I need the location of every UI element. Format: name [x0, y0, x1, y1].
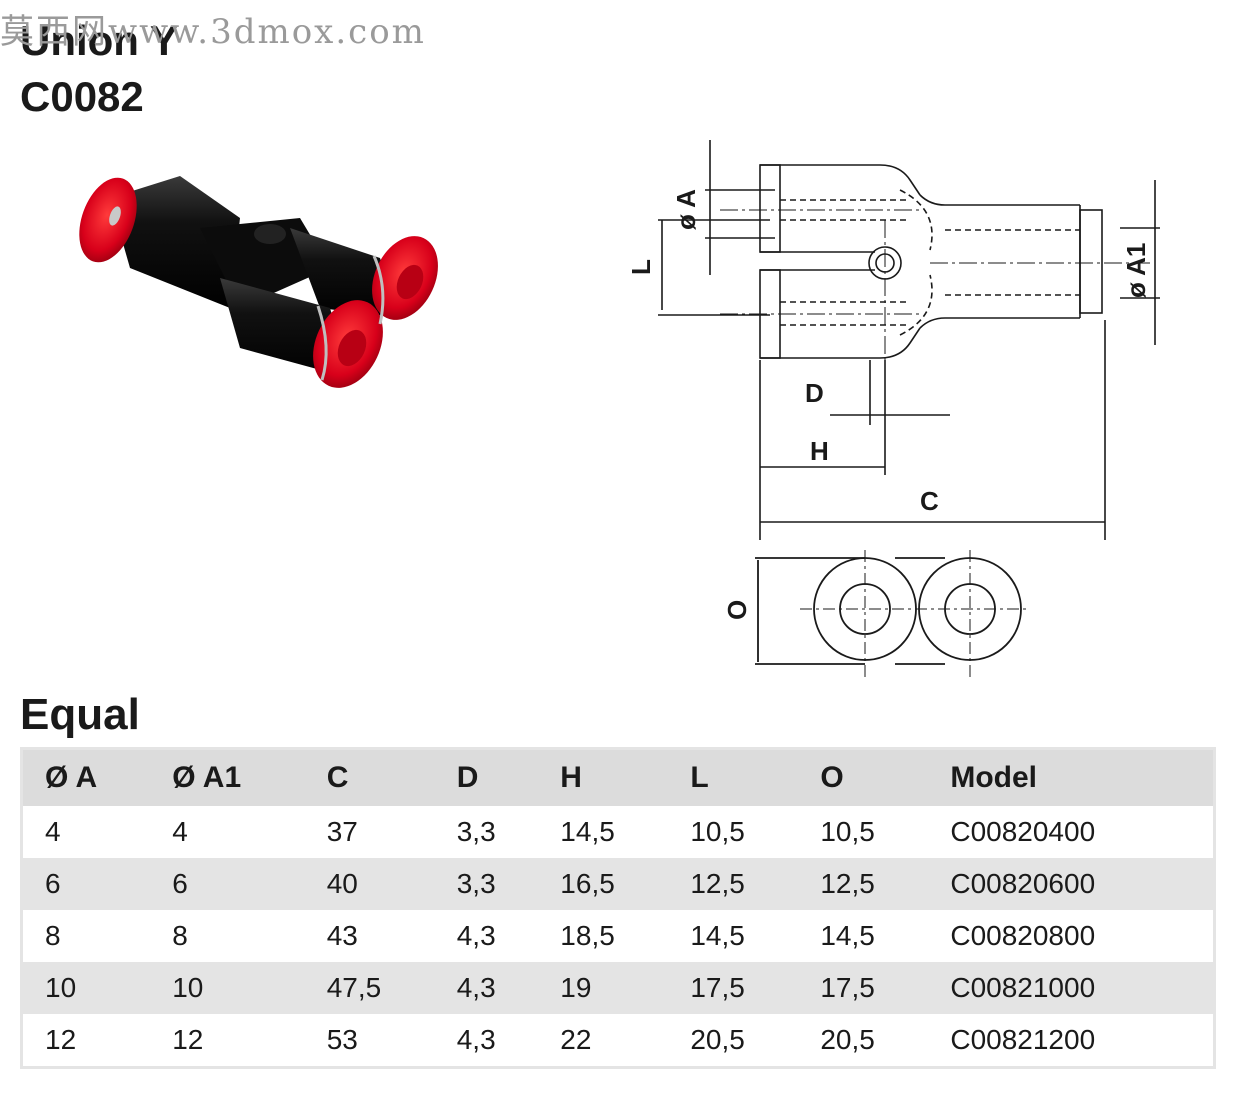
- table-cell: 10: [150, 962, 305, 1014]
- table-cell: 3,3: [434, 806, 539, 858]
- table-cell: C00820600: [928, 858, 1215, 910]
- section-title: Equal: [20, 690, 140, 739]
- label-c: C: [920, 486, 939, 516]
- table-cell: 12: [150, 1014, 305, 1068]
- product-code: C0082: [20, 73, 144, 120]
- table-cell: 12: [21, 1014, 151, 1068]
- table-cell: 14,5: [798, 910, 929, 962]
- table-row: 10 10 47,5 4,3 19 17,5 17,5 C00821000: [21, 962, 1215, 1014]
- technical-drawing: ø A L ø A1 D H C: [626, 140, 1160, 540]
- table-cell: 12,5: [668, 858, 799, 910]
- table-cell: 4,3: [434, 1014, 539, 1068]
- table-cell: 14,5: [538, 806, 669, 858]
- table-cell: 20,5: [668, 1014, 799, 1068]
- table-cell: 20,5: [798, 1014, 929, 1068]
- table-cell: C00821000: [928, 962, 1215, 1014]
- table-header-row: Ø A Ø A1 C D H L O Model: [21, 748, 1215, 806]
- table-cell: 3,3: [434, 858, 539, 910]
- table-cell: C00821200: [928, 1014, 1215, 1068]
- table-cell: 10,5: [668, 806, 799, 858]
- table-cell: 4,3: [434, 910, 539, 962]
- column-header: O: [798, 748, 929, 806]
- table-cell: 18,5: [538, 910, 669, 962]
- watermark-text: 莫西网www.3dmox.com: [0, 12, 426, 52]
- table-cell: C00820800: [928, 910, 1215, 962]
- column-header: Model: [928, 748, 1215, 806]
- table-cell: 53: [304, 1014, 435, 1068]
- table-cell: 17,5: [668, 962, 799, 1014]
- table-cell: 22: [538, 1014, 669, 1068]
- table-cell: 12,5: [798, 858, 929, 910]
- table-cell: 16,5: [538, 858, 669, 910]
- table-cell: 37: [304, 806, 435, 858]
- table-cell: 8: [21, 910, 151, 962]
- end-view-drawing: O: [722, 550, 1030, 680]
- label-diameter-a: ø A: [671, 189, 701, 230]
- table-cell: 43: [304, 910, 435, 962]
- label-d: D: [805, 378, 824, 408]
- table-cell: 10,5: [798, 806, 929, 858]
- label-l: L: [626, 259, 656, 275]
- table-row: 4 4 37 3,3 14,5 10,5 10,5 C00820400: [21, 806, 1215, 858]
- table-cell: C00820400: [928, 806, 1215, 858]
- table-cell: 19: [538, 962, 669, 1014]
- column-header: L: [668, 748, 799, 806]
- column-header: D: [434, 748, 539, 806]
- table-cell: 10: [21, 962, 151, 1014]
- label-o: O: [722, 600, 752, 620]
- dimension-table: Ø A Ø A1 C D H L O Model 4 4 37 3,3 14,5…: [20, 747, 1216, 1069]
- table-cell: 47,5: [304, 962, 435, 1014]
- table-cell: 4,3: [434, 962, 539, 1014]
- label-h: H: [810, 436, 829, 466]
- table-cell: 17,5: [798, 962, 929, 1014]
- product-name: Union Y: [20, 17, 178, 64]
- column-header: Ø A1: [150, 748, 305, 806]
- table-row: 8 8 43 4,3 18,5 14,5 14,5 C00820800: [21, 910, 1215, 962]
- table-cell: 40: [304, 858, 435, 910]
- table-cell: 4: [21, 806, 151, 858]
- column-header: H: [538, 748, 669, 806]
- table-cell: 8: [150, 910, 305, 962]
- column-header: Ø A: [21, 748, 151, 806]
- product-photo: [79, 176, 438, 388]
- column-header: C: [304, 748, 435, 806]
- table-cell: 6: [150, 858, 305, 910]
- table-cell: 6: [21, 858, 151, 910]
- table-cell: 4: [150, 806, 305, 858]
- table-row: 12 12 53 4,3 22 20,5 20,5 C00821200: [21, 1014, 1215, 1068]
- table-cell: 14,5: [668, 910, 799, 962]
- label-diameter-a1: ø A1: [1121, 243, 1151, 298]
- table-row: 6 6 40 3,3 16,5 12,5 12,5 C00820600: [21, 858, 1215, 910]
